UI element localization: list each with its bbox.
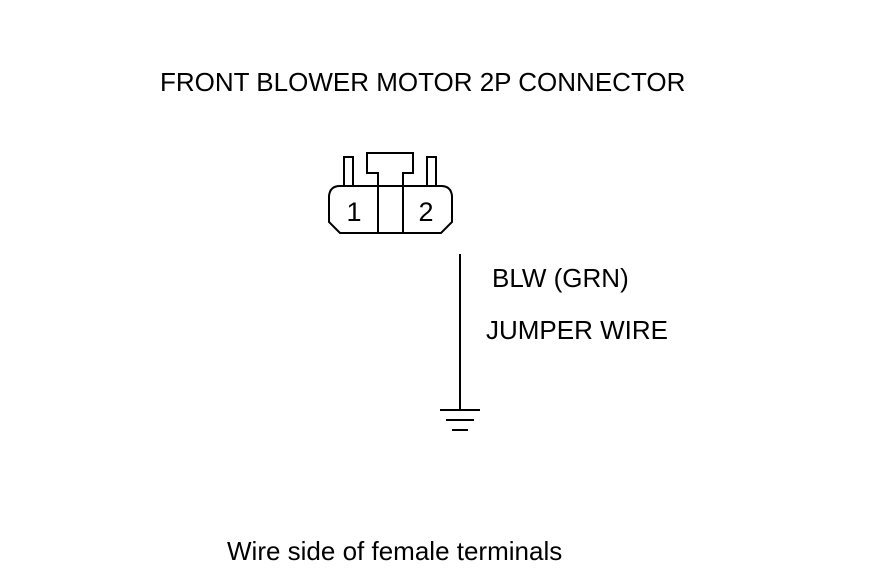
diagram-caption: Wire side of female terminals	[227, 536, 563, 566]
wire-label: BLW (GRN)	[492, 263, 629, 293]
diagram-title: FRONT BLOWER MOTOR 2P CONNECTOR	[160, 67, 686, 97]
left-lock-tab	[343, 156, 354, 187]
pin-1-label: 1	[346, 197, 361, 227]
pin-2-label: 2	[418, 197, 433, 227]
right-lock-tab	[426, 156, 437, 187]
connector-body	[328, 185, 453, 234]
connector-2p	[328, 152, 453, 234]
center-latch	[366, 152, 414, 187]
jumper-wire-label: JUMPER WIRE	[486, 315, 668, 345]
ground-icon	[440, 409, 480, 431]
